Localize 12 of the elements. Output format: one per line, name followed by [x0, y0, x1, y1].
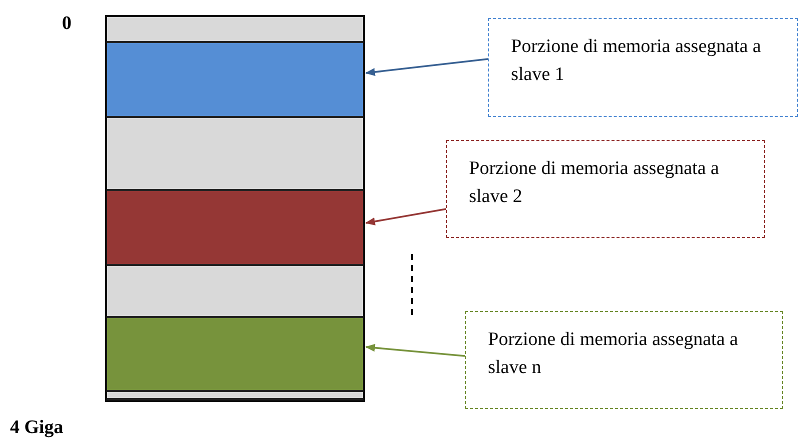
- callout-box: Porzione di memoria assegnata a slave 2: [446, 140, 765, 238]
- address-label: 4 Giga: [10, 417, 64, 439]
- memory-column: [105, 15, 365, 402]
- memory-segment: [107, 191, 363, 266]
- address-label: 0: [62, 13, 72, 35]
- callout-box: Porzione di memoria assegnata a slave 1: [488, 18, 798, 117]
- arrow: [365, 344, 466, 357]
- memory-segment: [107, 318, 363, 392]
- memory-segment: [107, 43, 363, 118]
- arrow: [365, 58, 488, 76]
- arrow: [365, 208, 446, 226]
- callout-box: Porzione di memoria assegnata a slave n: [465, 311, 783, 409]
